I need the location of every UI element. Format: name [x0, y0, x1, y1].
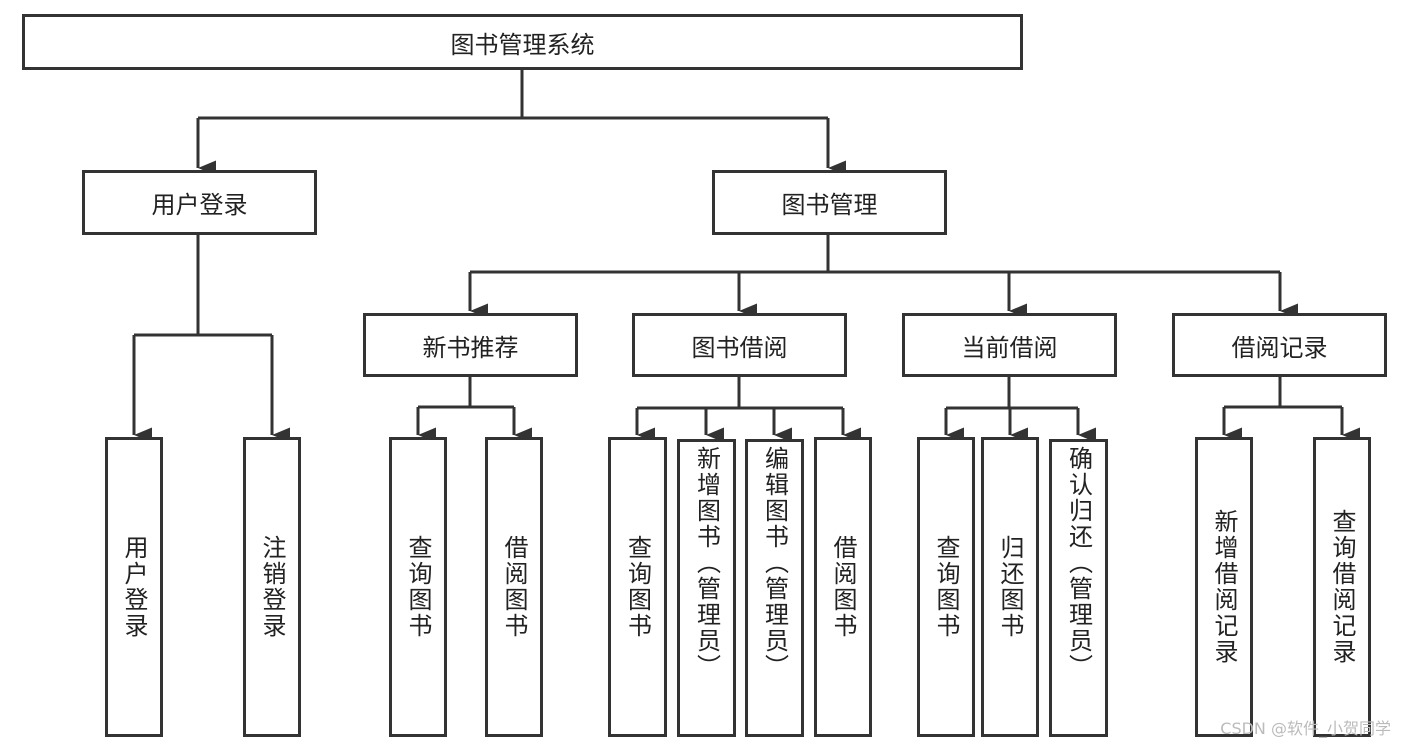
node-current-borrow: 当前借阅	[902, 313, 1117, 377]
leaf-borrow-edit: 编辑图书（管理员）	[745, 439, 804, 737]
node-borrow-records: 借阅记录	[1172, 313, 1387, 377]
node-label: 确认归还（管理员）	[1064, 446, 1093, 680]
node-label: 用户登录	[151, 191, 248, 219]
connector-borrow	[637, 376, 843, 410]
node-root: 图书管理系统	[22, 14, 1023, 70]
node-book-borrow: 图书借阅	[632, 313, 847, 377]
node-label: 图书管理	[781, 191, 878, 219]
node-label: 新书推荐	[422, 333, 519, 362]
leaf-borrow-borrow: 借阅图书	[814, 437, 872, 737]
leaf-borrow-query: 查询图书	[608, 437, 667, 737]
connector-mgmt	[470, 234, 1280, 274]
leaf-borrow-add: 新增图书（管理员）	[677, 439, 736, 737]
node-label: 注销登录	[258, 535, 286, 639]
watermark: CSDN @软件_小贺同学	[1220, 719, 1391, 738]
connector-current	[946, 376, 1078, 410]
connector-newbooks	[418, 376, 514, 409]
connector-records	[1224, 376, 1342, 409]
leaf-user-login: 用户登录	[105, 437, 163, 737]
leaf-newbooks-borrow: 借阅图书	[485, 437, 543, 737]
node-label: 编辑图书（管理员）	[760, 446, 789, 680]
node-label: 借阅图书	[829, 535, 857, 639]
node-label: 用户登录	[120, 535, 148, 639]
node-new-books: 新书推荐	[363, 313, 578, 377]
node-label: 查询图书	[932, 535, 960, 639]
node-label: 当前借阅	[961, 333, 1058, 362]
node-label: 借阅图书	[500, 535, 528, 639]
node-label: 新增借阅记录	[1210, 509, 1238, 665]
node-label: 归还图书	[996, 535, 1024, 639]
leaf-current-confirm: 确认归还（管理员）	[1049, 439, 1108, 737]
leaf-records-add: 新增借阅记录	[1195, 437, 1253, 737]
node-label: 查询图书	[623, 535, 652, 639]
node-label: 新增图书（管理员）	[692, 446, 721, 680]
leaf-logout: 注销登录	[243, 437, 301, 737]
node-label: 图书借阅	[691, 333, 788, 362]
connector-user	[134, 234, 272, 337]
node-label: 借阅记录	[1231, 333, 1328, 362]
connector-root	[198, 68, 828, 120]
node-user-login: 用户登录	[82, 170, 317, 235]
leaf-records-query: 查询借阅记录	[1313, 437, 1371, 737]
leaf-current-return: 归还图书	[981, 437, 1039, 737]
node-label: 图书管理系统	[450, 30, 595, 59]
node-label: 查询借阅记录	[1328, 509, 1356, 665]
node-label: 查询图书	[404, 535, 432, 639]
leaf-current-query: 查询图书	[917, 437, 975, 737]
leaf-newbooks-query: 查询图书	[389, 437, 447, 737]
node-book-management: 图书管理	[712, 170, 947, 235]
